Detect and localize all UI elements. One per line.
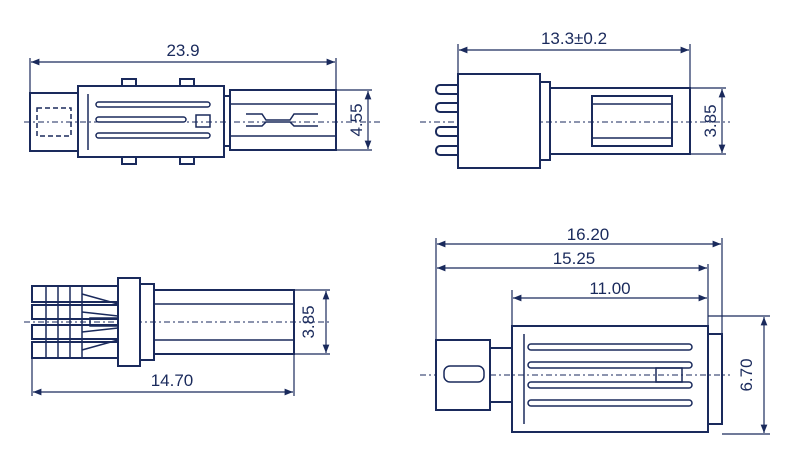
- bottom-tab-right: [179, 156, 195, 165]
- height-dimension-label: 4.55: [347, 103, 366, 136]
- inner-dimension-label: 11.00: [589, 279, 630, 298]
- bottom-left-view: 14.70 3.85: [24, 277, 330, 396]
- width-dimension-label: 13.3±0.2: [541, 29, 607, 48]
- body-flange: [707, 333, 723, 425]
- body-slot-2: [527, 361, 693, 369]
- flange: [539, 81, 551, 161]
- bottom-tab-left: [121, 156, 137, 165]
- height-dimension-label: 3.85: [299, 305, 318, 338]
- height-dimension-label: 3.85: [701, 104, 720, 137]
- cable-inner: [591, 95, 673, 147]
- body-slot-top: [95, 101, 211, 108]
- main-body: [117, 277, 141, 367]
- body-slot-mid: [95, 116, 187, 123]
- latch-profile-bottom: [246, 121, 318, 127]
- overall-dimension-label: 16.20: [567, 225, 610, 244]
- top-tab-right: [179, 78, 195, 87]
- latch-profile-top: [246, 113, 318, 121]
- width-dimension-label: 23.9: [166, 41, 199, 60]
- contact-row-3: [31, 324, 121, 340]
- body-slot-bottom: [95, 132, 211, 139]
- plug-cavity: [443, 365, 485, 383]
- body-window: [195, 114, 211, 128]
- top-right-view: 13.3±0.2 3.85: [420, 29, 730, 169]
- body-slot-3: [527, 381, 693, 389]
- width-dimension-label: 14.70: [151, 371, 194, 390]
- body-window: [655, 367, 683, 383]
- height-dimension-label: 6.70: [737, 358, 756, 391]
- cable-end: [549, 87, 691, 155]
- body-slot-4: [527, 399, 693, 407]
- top-left-view: 23.9 4.55: [24, 41, 380, 165]
- contact-leads: [81, 293, 119, 351]
- body-dimension-label: 15.25: [553, 249, 596, 268]
- cable-end: [153, 289, 295, 355]
- contact-row-2: [31, 304, 121, 320]
- main-body: [511, 325, 709, 433]
- body-slot-1: [527, 343, 693, 351]
- cable-end: [229, 89, 337, 151]
- top-tab-left: [121, 78, 137, 87]
- bottom-right-view: 16.20 15.25 11.00 6.70: [420, 225, 770, 435]
- main-body: [457, 73, 541, 169]
- contact-row-4: [31, 341, 121, 359]
- contact-row-1: [31, 285, 121, 303]
